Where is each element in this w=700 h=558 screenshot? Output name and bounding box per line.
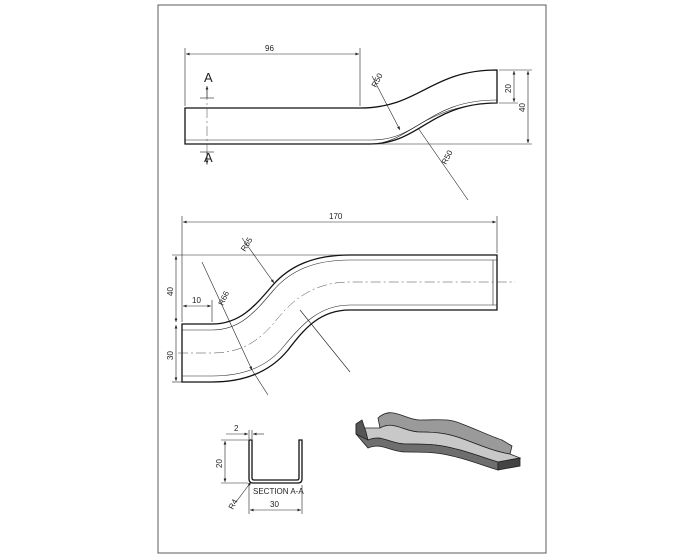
top-view-outer-edge <box>184 69 498 145</box>
dim-height-20: 20 <box>504 84 513 93</box>
dim-thickness-2: 2 <box>234 424 239 433</box>
front-view-inner-bottom <box>182 304 497 377</box>
dim-height-20-section: 20 <box>215 459 224 468</box>
dim-length-96: 96 <box>265 44 274 53</box>
dim-length-170: 170 <box>329 212 343 221</box>
dim-radius-r65: R65 <box>239 235 255 253</box>
leader-r66-ext <box>251 369 269 396</box>
dim-radius-r4: R4 <box>227 497 240 511</box>
dim-width-30: 30 <box>166 351 175 360</box>
section-channel <box>248 439 303 484</box>
top-view: A A 96 R50 R50 20 40 <box>184 44 532 201</box>
dim-offset-40: 40 <box>166 287 175 296</box>
section-label-top: A <box>204 70 213 85</box>
leader-r50-top <box>371 75 401 131</box>
isometric-view <box>355 412 522 471</box>
top-view-inner-edge <box>185 99 498 141</box>
leader-r4 <box>235 481 252 503</box>
leader-r50-bottom <box>417 127 469 201</box>
front-view-centerline <box>178 281 515 354</box>
dim-width-30-section: 30 <box>270 500 279 509</box>
iso-end-face-right <box>497 457 521 471</box>
dim-radius-r66: R66 <box>217 289 232 307</box>
leader-r65 <box>241 237 275 284</box>
section-label-bottom: A <box>204 150 213 165</box>
dim-height-40: 40 <box>518 103 527 112</box>
leader-r66 <box>201 261 253 371</box>
top-view-inner-edge-2 <box>369 102 498 145</box>
dim-start-10: 10 <box>192 296 201 305</box>
front-view-inner-top <box>182 259 497 331</box>
dim-radius-r50-top: R50 <box>370 71 385 89</box>
section-title: SECTION A-A <box>253 487 304 496</box>
iso-end-face <box>355 419 369 441</box>
section-view: 2 20 R4 30 SECTION A-A <box>215 424 304 514</box>
front-view: 170 R65 R66 40 10 30 <box>166 212 515 396</box>
dim-radius-r50-bottom: R50 <box>440 148 455 166</box>
leader-center <box>299 309 351 373</box>
front-view-outer <box>181 254 498 383</box>
sheet-border <box>157 4 547 554</box>
